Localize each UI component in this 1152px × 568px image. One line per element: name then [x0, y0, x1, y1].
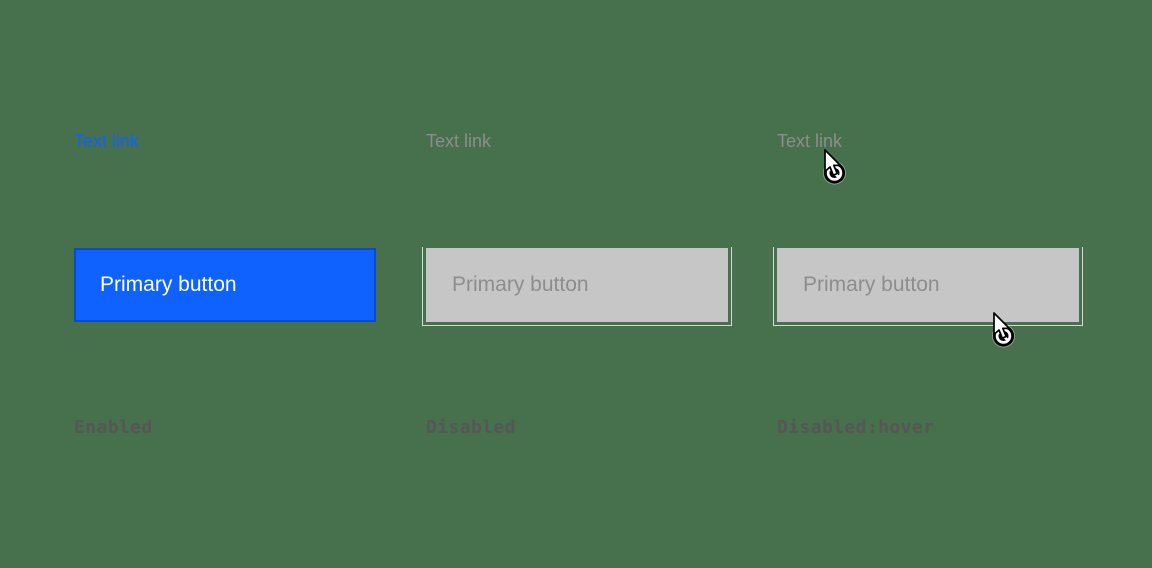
state-caption-disabled-hover: Disabled:hover [777, 417, 935, 438]
text-link-disabled-hover: Text link [777, 131, 843, 151]
primary-button-enabled[interactable]: Primary button [74, 248, 376, 322]
primary-button-disabled: Primary button [426, 248, 728, 322]
text-link-disabled: Text link [426, 131, 492, 151]
disabled-button-hairline: Primary button [422, 247, 732, 326]
column-enabled: Text link Primary button Enabled [74, 0, 384, 568]
text-link-enabled[interactable]: Text link [74, 131, 140, 151]
state-caption-enabled: Enabled [74, 417, 153, 438]
state-caption-disabled: Disabled [426, 417, 516, 438]
primary-button-disabled-hover: Primary button [777, 248, 1079, 322]
disabled-button-hairline: Primary button [773, 247, 1083, 326]
column-disabled: Text link Primary button Disabled [422, 0, 736, 568]
column-disabled-hover: Text link Primary button Disabled:hover [773, 0, 1087, 568]
